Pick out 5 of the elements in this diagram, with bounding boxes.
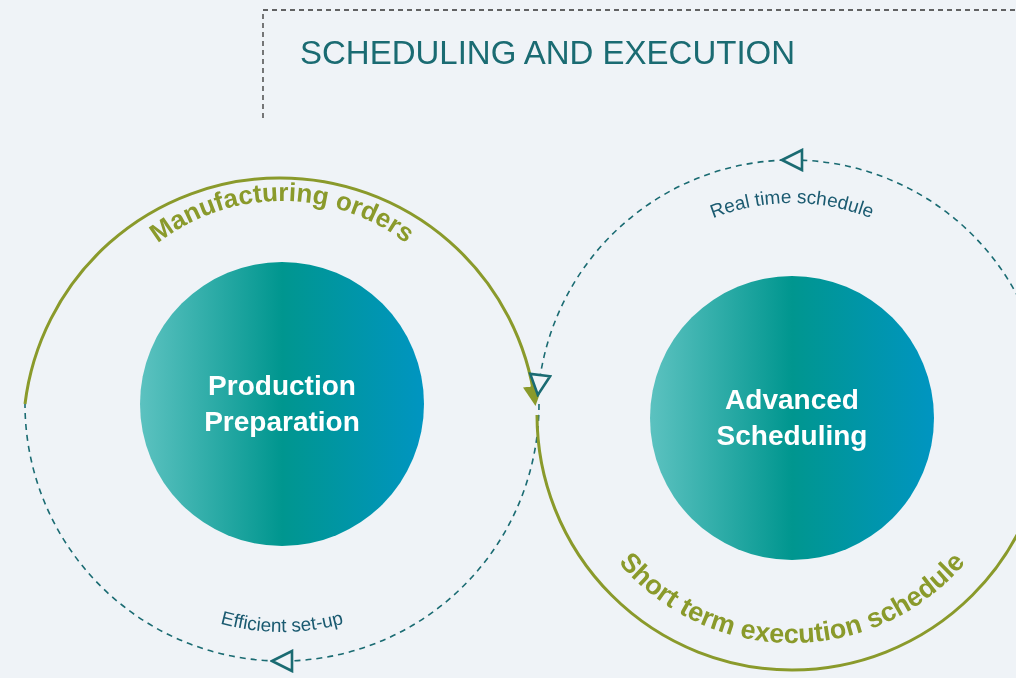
arc-label: Efficient set-up bbox=[219, 607, 345, 637]
diagram-title: SCHEDULING AND EXECUTION bbox=[300, 34, 796, 72]
node-label: Production Preparation bbox=[203, 368, 361, 439]
arc-label: Real time schedule bbox=[707, 186, 877, 222]
node-label: Advanced Scheduling bbox=[715, 382, 869, 453]
